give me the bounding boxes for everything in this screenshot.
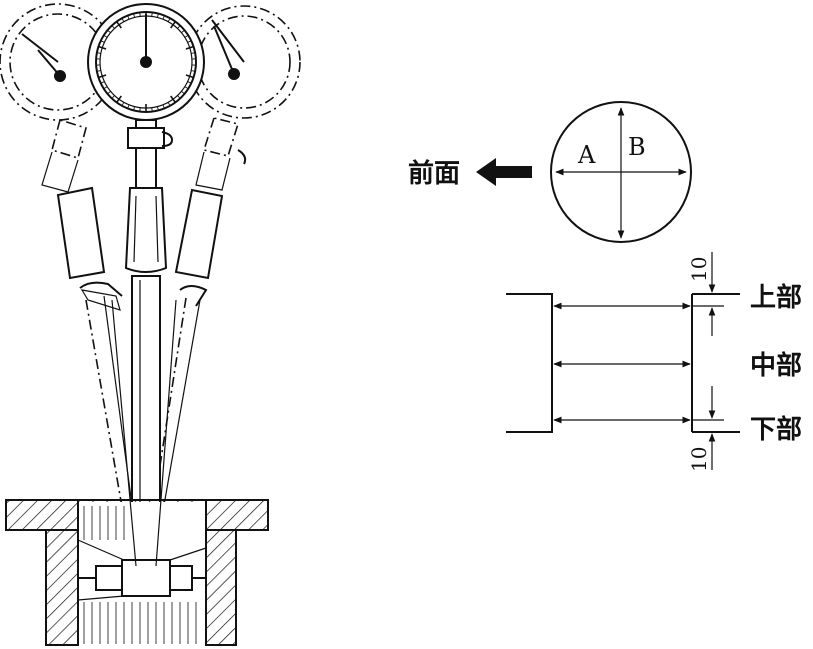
dial-tick (187, 40, 192, 43)
dial-tick (103, 86, 108, 90)
dial-tick (177, 95, 181, 99)
dial-tick (100, 81, 105, 84)
dial-gauge-left-ghost (0, 3, 135, 531)
dial-tick (157, 13, 159, 18)
dial-gauge-center (87, 3, 205, 567)
dial-tick (184, 86, 189, 90)
dial-tick (133, 106, 135, 111)
dial-tick (133, 13, 135, 18)
dial-tick (162, 104, 165, 109)
dial-tick (107, 29, 111, 34)
dial-tick (177, 25, 181, 29)
dial-tick (181, 90, 185, 95)
dial-tick (191, 52, 196, 54)
dial-tick (121, 102, 125, 107)
dial-tick (187, 81, 192, 84)
dial-tick (115, 21, 122, 29)
dial-tick (157, 106, 159, 111)
measurement-positions: 10 10 上部 中部 下部 (506, 252, 802, 472)
dial-tick-marks (96, 12, 196, 112)
dial-tick (100, 40, 105, 43)
dial-tick (103, 34, 108, 38)
dial-tick (107, 90, 111, 95)
dial-tick (162, 15, 165, 20)
dial-tick (127, 104, 130, 109)
bore-cross-section-circle: A B (550, 101, 692, 243)
lower-label: 下部 (750, 415, 802, 445)
dial-tick (111, 25, 115, 29)
dial-tick (96, 52, 101, 54)
dial-tick (167, 102, 171, 107)
dial-tick (151, 107, 153, 112)
dial-tick (170, 95, 177, 103)
dial-tick (115, 95, 122, 103)
dial-tick (181, 29, 185, 34)
dial-tick (111, 95, 115, 99)
dial-tick (121, 17, 125, 22)
middle-label: 中部 (750, 351, 802, 381)
front-label: 前面 (408, 158, 460, 189)
dial-tick (170, 21, 177, 29)
dial-tick (185, 45, 194, 50)
dial-tick (127, 15, 130, 20)
bottom-dimension-label: 10 (687, 447, 711, 472)
dial-tick (139, 107, 141, 112)
dial-tick (185, 74, 194, 79)
axis-a-label: A (577, 141, 596, 169)
dial-tick (139, 12, 141, 17)
dial-tick (191, 70, 196, 72)
dial-tick (184, 34, 189, 38)
axis-b-label: B (628, 133, 646, 161)
arrow-left-icon (476, 158, 532, 186)
front-direction-indicator: 前面 (408, 158, 532, 189)
bore-gauge-illustration (0, 3, 301, 646)
dial-tick (98, 45, 107, 50)
dial-tick (96, 70, 101, 72)
bore-surface-texture (83, 506, 197, 644)
upper-label: 上部 (750, 283, 802, 313)
cylinder-bore-section (5, 499, 269, 646)
dial-tick (98, 74, 107, 79)
top-dimension-label: 10 (687, 257, 711, 282)
dial-tick (151, 12, 153, 17)
dial-tick (167, 17, 171, 22)
